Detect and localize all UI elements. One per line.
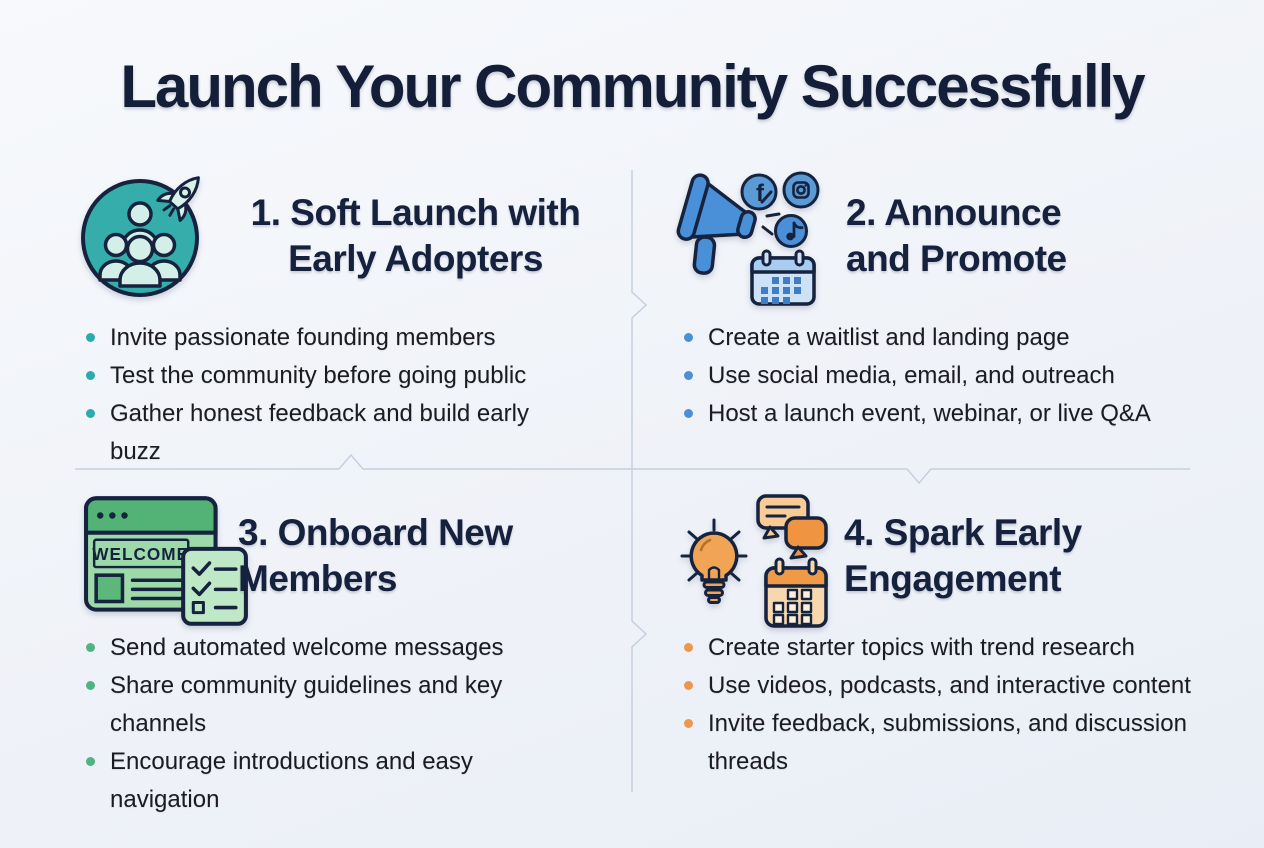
welcome-screen-icon: WELCOME xyxy=(82,488,254,630)
bullet-item: Create a waitlist and landing page xyxy=(684,319,1204,357)
bullet-item: Encourage introductions and easy navigat… xyxy=(86,743,571,819)
bullet-dot xyxy=(684,333,693,342)
bullet-dot xyxy=(684,409,693,418)
megaphone-icon xyxy=(676,173,757,275)
bullet-item: Use videos, podcasts, and interactive co… xyxy=(684,667,1194,705)
heading-line: 3. Onboard New xyxy=(238,512,513,553)
bullet-dot xyxy=(684,681,693,690)
speech-bubbles-icon xyxy=(756,494,828,560)
heading-line: 4. Spark Early xyxy=(844,512,1082,553)
bullet-text: Test the community before going public xyxy=(110,362,527,389)
heading-line: Early Adopters xyxy=(288,238,543,279)
facebook-icon: f xyxy=(740,173,778,211)
welcome-label: WELCOME xyxy=(92,544,189,564)
heading-line: Members xyxy=(238,558,397,599)
heading-line: Engagement xyxy=(844,558,1062,599)
bullet-list: Create a waitlist and landing page Use s… xyxy=(684,319,1204,433)
heading-line: 2. Announce xyxy=(846,192,1062,233)
bullet-list: Create starter topics with trend researc… xyxy=(684,629,1194,781)
instagram-icon xyxy=(782,171,820,209)
megaphone-social-icon: f xyxy=(674,168,834,306)
heading-line: 1. Soft Launch with xyxy=(250,192,581,233)
bullet-text: Host a launch event, webinar, or live Q&… xyxy=(708,400,1151,427)
calendar-icon xyxy=(764,557,828,628)
bullet-dot xyxy=(86,681,95,690)
bullet-text: Create a waitlist and landing page xyxy=(708,324,1070,351)
bullet-dot xyxy=(86,371,95,380)
bullet-text: Create starter topics with trend researc… xyxy=(708,634,1135,661)
bullet-text: Use videos, podcasts, and interactive co… xyxy=(708,672,1191,699)
bullet-item: Share community guidelines and key chann… xyxy=(86,667,571,743)
bullet-item: Test the community before going public xyxy=(86,357,581,395)
checklist-icon xyxy=(181,546,248,626)
bullet-text: Invite passionate founding members xyxy=(110,324,496,351)
bullet-text: Use social media, email, and outreach xyxy=(708,362,1115,389)
browser-window-icon: WELCOME xyxy=(84,496,218,612)
bullet-text: Gather honest feedback and build early b… xyxy=(110,400,529,465)
sound-lines xyxy=(760,190,781,236)
idea-engagement-icon xyxy=(670,490,834,630)
tiktok-icon xyxy=(774,214,808,248)
section-heading: 2. Announce and Promote xyxy=(846,190,1156,282)
svg-text:f: f xyxy=(756,180,765,207)
bullet-item: Host a launch event, webinar, or live Q&… xyxy=(684,395,1204,433)
bullet-dot xyxy=(86,333,95,342)
bullet-list: Send automated welcome messages Share co… xyxy=(86,629,571,819)
bullet-dot xyxy=(86,643,95,652)
lightbulb-icon xyxy=(680,518,748,604)
section-heading: 3. Onboard New Members xyxy=(238,510,578,602)
horizontal-divider xyxy=(75,453,1190,485)
bullet-text: Send automated welcome messages xyxy=(110,634,504,661)
page-title: Launch Your Community Successfully xyxy=(120,53,1145,120)
section-heading: 1. Soft Launch with Early Adopters xyxy=(228,190,603,282)
community-rocket-icon xyxy=(78,168,210,302)
bullet-text: Encourage introductions and easy navigat… xyxy=(110,748,473,813)
bullet-item: Invite feedback, submissions, and discus… xyxy=(684,705,1194,781)
bullet-item: Create starter topics with trend researc… xyxy=(684,629,1194,667)
bullet-text: Invite feedback, submissions, and discus… xyxy=(708,710,1187,775)
vertical-divider xyxy=(631,170,648,792)
bullet-text: Share community guidelines and key chann… xyxy=(110,672,503,737)
bullet-item: Send automated welcome messages xyxy=(86,629,571,667)
bullet-dot xyxy=(684,719,693,728)
bullet-dot xyxy=(86,409,95,418)
bullet-dot xyxy=(86,757,95,766)
bullet-dot xyxy=(684,643,693,652)
bullet-item: Gather honest feedback and build early b… xyxy=(86,395,581,471)
bullet-item: Use social media, email, and outreach xyxy=(684,357,1204,395)
bullet-dot xyxy=(684,371,693,380)
heading-line: and Promote xyxy=(846,238,1067,279)
bullet-list: Invite passionate founding members Test … xyxy=(86,319,581,471)
bullet-item: Invite passionate founding members xyxy=(86,319,581,357)
section-heading: 4. Spark Early Engagement xyxy=(844,510,1174,602)
